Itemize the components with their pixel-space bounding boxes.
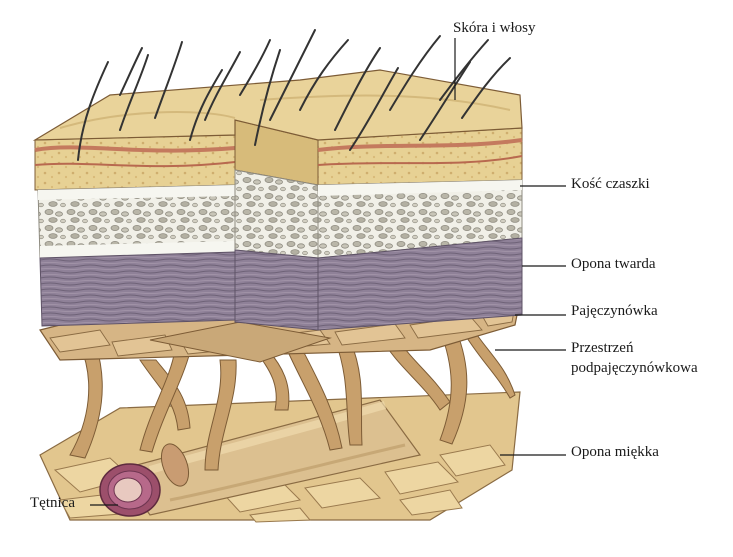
hairs — [77, 29, 511, 161]
label-skull: Kość czaszki — [571, 176, 650, 192]
trabeculae — [69, 324, 516, 471]
label-arachnoid: Pajęczynówka — [571, 303, 658, 319]
dura-flap — [149, 321, 332, 363]
label-artery: Tętnica — [30, 495, 75, 511]
leader-lines — [90, 38, 566, 506]
right-block — [234, 119, 523, 331]
label-subarachnoid-line1: Przestrzeń — [571, 340, 634, 356]
label-pia: Opona miękka — [571, 444, 659, 460]
label-subarachnoid-line2: podpajęczynówkowa — [571, 360, 698, 376]
label-skin-hair: Skóra i włosy — [453, 20, 536, 36]
artery-vessel — [99, 399, 422, 517]
label-dura: Opona twarda — [571, 256, 656, 272]
left-block — [34, 134, 236, 327]
